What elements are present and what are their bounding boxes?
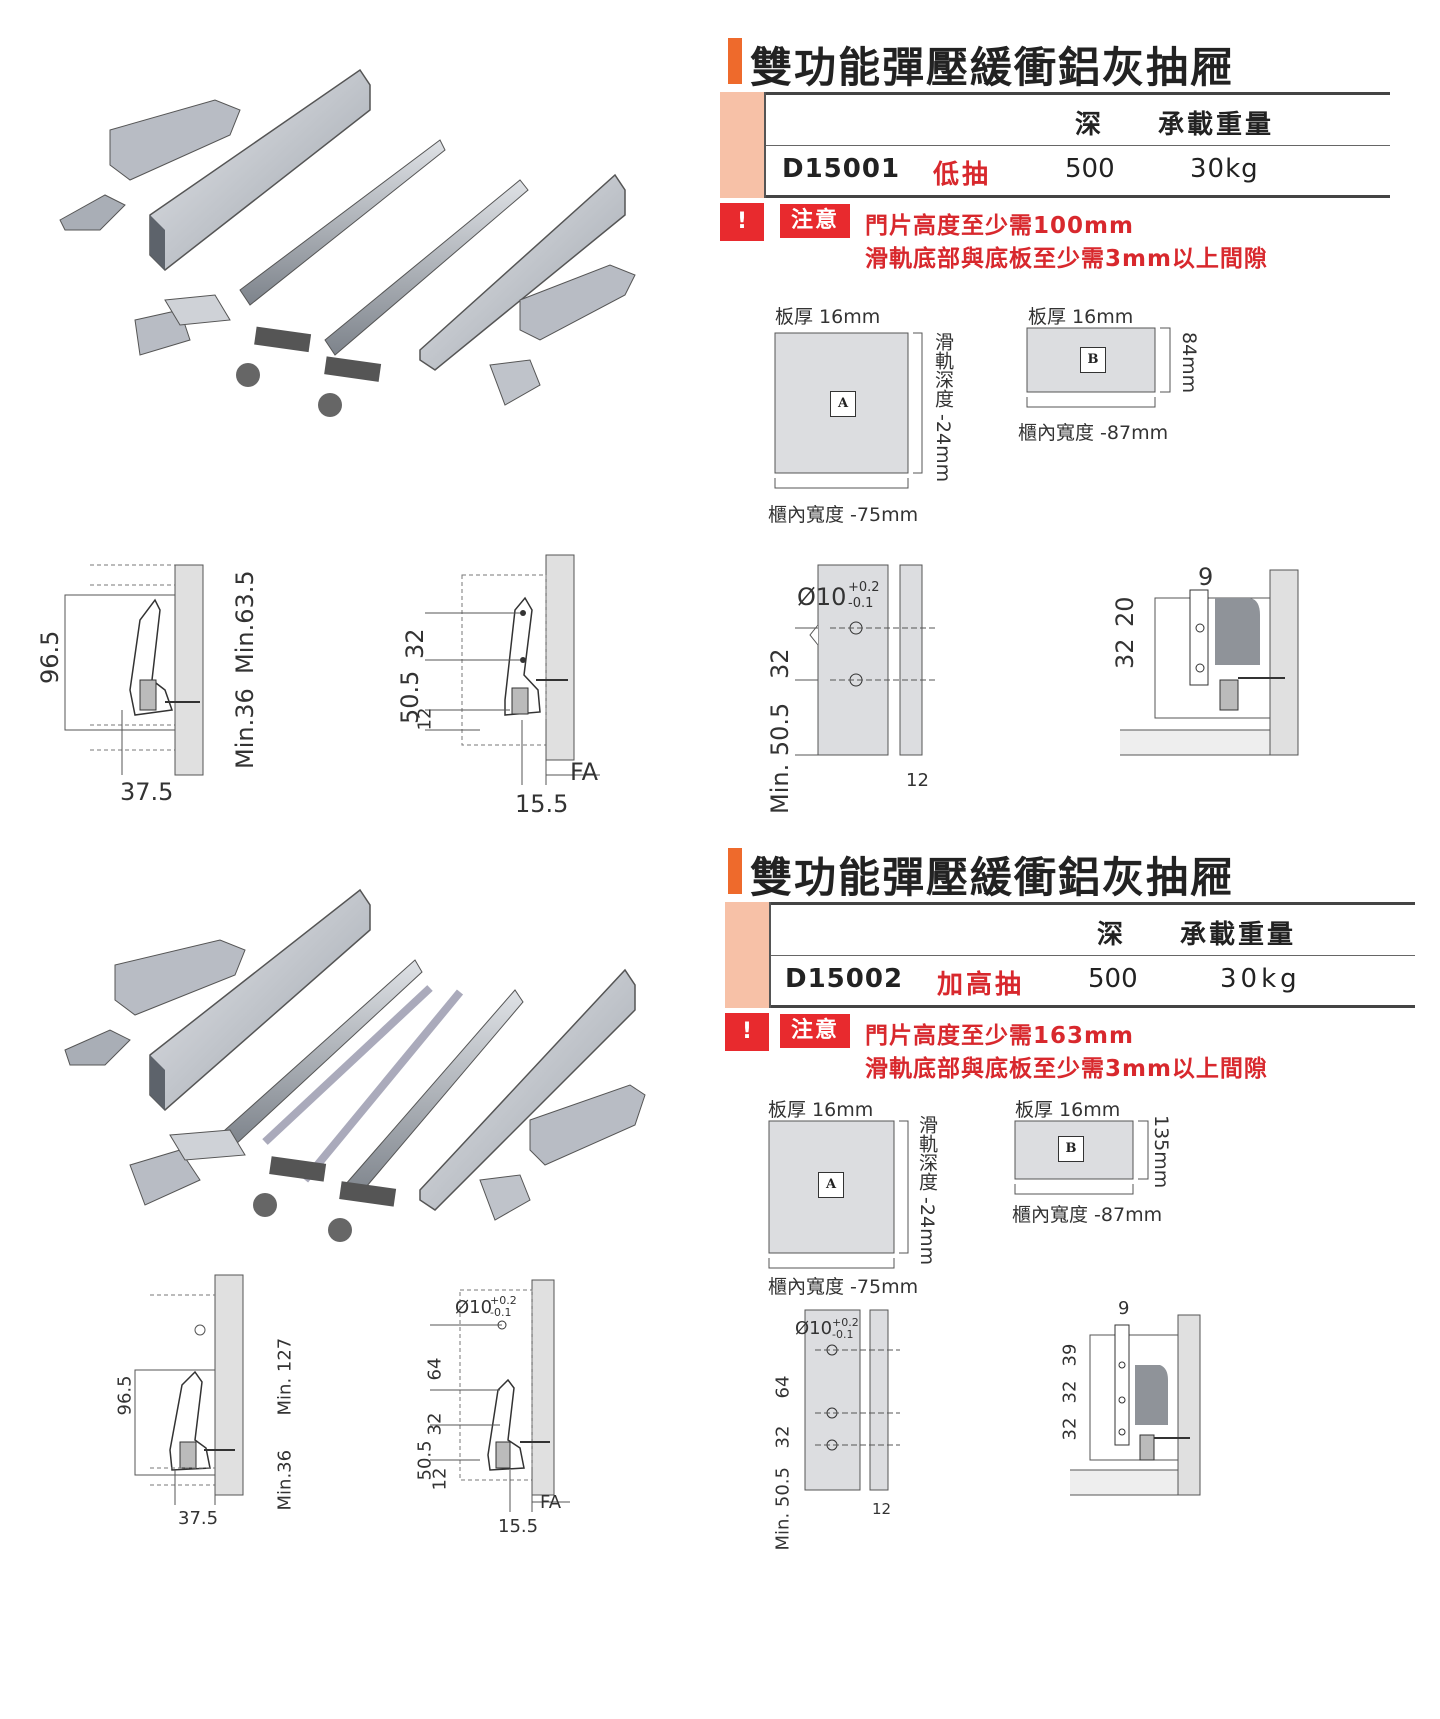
notice-label: 注意 — [780, 1014, 850, 1048]
rear-32-dim: 32 — [401, 628, 429, 659]
panel-a-box: A — [818, 1172, 844, 1198]
panel-a-depth-note: 滑軌深度 -24mm — [916, 1115, 938, 1266]
product-section-1: 雙功能彈壓緩衝鋁灰抽屜 深 承載重量 D15001 低抽 500 30kg ! … — [36, 38, 1390, 818]
rear-hole-tol-minus: -0.1 — [490, 1306, 512, 1319]
header-load: 承載重量 — [1180, 920, 1297, 950]
side-mount-diagram — [64, 564, 204, 776]
front-hole-diagram — [795, 564, 935, 756]
side-min-bottom-dim: Min.36 — [274, 1449, 296, 1511]
panel-b-diagram — [1014, 1120, 1149, 1195]
depth-value: 500 — [1088, 964, 1138, 994]
notice-line-2: 滑軌底部與底板至少需3mm以上間隙 — [865, 1056, 1268, 1082]
depth-value: 500 — [1065, 154, 1115, 184]
rear-hole-tol-plus: +0.2 — [490, 1294, 517, 1307]
model-number: D15002 — [785, 964, 904, 994]
side-min-bottom-dim: Min.36 — [231, 688, 259, 769]
header-load: 承載重量 — [1158, 110, 1275, 140]
side-width-dim: 37.5 — [120, 778, 174, 806]
back-32b-dim: 32 — [1059, 1417, 1081, 1441]
notice-line-2: 滑軌底部與底板至少需3mm以上間隙 — [865, 246, 1268, 272]
panel-a-thickness: 板厚 16mm — [768, 1099, 874, 1121]
panel-a-diagram — [774, 332, 923, 489]
panel-a-width-note: 櫃內寬度 -75mm — [768, 504, 919, 526]
back-9-dim: 9 — [1118, 1298, 1130, 1319]
warning-icon: ! — [720, 203, 764, 241]
warning-icon: ! — [725, 1013, 769, 1051]
notice-line-1: 門片高度至少需163mm — [865, 1023, 1134, 1049]
panel-b-thickness: 板厚 16mm — [1028, 306, 1134, 328]
front-hole-diagram — [804, 1309, 900, 1491]
drawer-parts-illustration-2 — [64, 888, 646, 1242]
panel-a-thickness: 板厚 16mm — [775, 306, 881, 328]
side-min-top-dim: Min. 127 — [274, 1337, 296, 1416]
rear-64-dim: 64 — [424, 1357, 446, 1381]
panel-b-width-note: 櫃內寬度 -87mm — [1018, 422, 1169, 444]
panel-a-width-note: 櫃內寬度 -75mm — [768, 1276, 919, 1298]
rear-155-dim: 15.5 — [498, 1516, 539, 1537]
panel-b-height-note: 84mm — [1178, 332, 1200, 394]
side-height-dim: 96.5 — [114, 1375, 136, 1416]
rear-12-dim: 12 — [414, 707, 436, 731]
spec-table: 深 承載重量 D15002 加高抽 500 30kg — [725, 902, 1415, 1008]
side-min-top-dim: Min.63.5 — [231, 570, 259, 674]
back-32a-dim: 32 — [1059, 1380, 1081, 1404]
front-hole-diameter: Ø10 — [795, 1318, 833, 1339]
notice-line-1: 門片高度至少需100mm — [865, 213, 1134, 239]
rear-32-dim: 32 — [424, 1412, 446, 1436]
back-bracket-diagram — [1120, 569, 1299, 756]
front-hole-tol-minus: -0.1 — [848, 596, 874, 611]
side-height-dim: 96.5 — [36, 630, 64, 684]
front-hole-tol-minus: -0.1 — [832, 1328, 854, 1341]
notice-label: 注意 — [780, 204, 850, 238]
product-section-2: 雙功能彈壓緩衝鋁灰抽屜 深 承載重量 D15002 加高抽 500 30kg !… — [0, 848, 1440, 1719]
front-12-dim: 12 — [872, 1500, 892, 1518]
product-title: 雙功能彈壓緩衝鋁灰抽屜 — [750, 43, 1235, 92]
rear-mount-diagram — [430, 1279, 570, 1512]
rear-12-dim: 12 — [429, 1467, 451, 1491]
front-hole-tol-plus: +0.2 — [832, 1316, 859, 1329]
front-hole-diameter: Ø10 — [797, 583, 847, 611]
back-32-dim: 32 — [1111, 638, 1139, 669]
front-hole-tol-plus: +0.2 — [848, 580, 880, 595]
front-32-dim: 32 — [766, 648, 794, 679]
header-depth: 深 — [1075, 110, 1105, 140]
side-width-dim: 37.5 — [178, 1508, 219, 1529]
rear-155-dim: 15.5 — [515, 790, 569, 818]
back-20-dim: 20 — [1111, 596, 1139, 627]
rear-mount-diagram — [425, 554, 600, 785]
drawer-parts-illustration — [59, 68, 636, 417]
drawer-kind: 低抽 — [933, 160, 992, 190]
front-64-dim: 64 — [772, 1375, 794, 1399]
load-value: 30kg — [1190, 154, 1259, 184]
panel-b-width-note: 櫃內寬度 -87mm — [1012, 1204, 1163, 1226]
load-value: 30kg — [1220, 964, 1301, 994]
front-min-505-dim: Min. 50.5 — [772, 1467, 794, 1551]
title-accent-bar — [728, 848, 742, 894]
drawer-kind: 加高抽 — [937, 970, 1025, 1000]
rear-fa-label: FA — [540, 1492, 562, 1513]
panel-b-height-note: 135mm — [1150, 1115, 1172, 1189]
front-12-dim: 12 — [906, 770, 929, 791]
panel-b-box: B — [1058, 1136, 1084, 1162]
spec-table: 深 承載重量 D15001 低抽 500 30kg — [720, 92, 1390, 198]
title-accent-bar — [728, 38, 742, 84]
back-39-dim: 39 — [1059, 1343, 1081, 1367]
rear-hole-diameter: Ø10 — [455, 1297, 493, 1318]
product-title: 雙功能彈壓緩衝鋁灰抽屜 — [750, 853, 1235, 902]
rear-fa-label: FA — [570, 758, 599, 786]
panel-a-box: A — [830, 391, 856, 417]
side-mount-diagram — [134, 1274, 244, 1505]
header-depth: 深 — [1097, 920, 1127, 950]
model-number: D15001 — [782, 154, 901, 184]
back-9-dim: 9 — [1198, 563, 1214, 591]
front-min-505-dim: Min. 50.5 — [766, 702, 794, 814]
panel-b-thickness: 板厚 16mm — [1015, 1099, 1121, 1121]
panel-b-box: B — [1080, 347, 1106, 373]
panel-a-depth-note: 滑軌深度 -24mm — [932, 332, 954, 483]
front-32-dim: 32 — [772, 1425, 794, 1449]
back-bracket-diagram — [1070, 1314, 1201, 1496]
